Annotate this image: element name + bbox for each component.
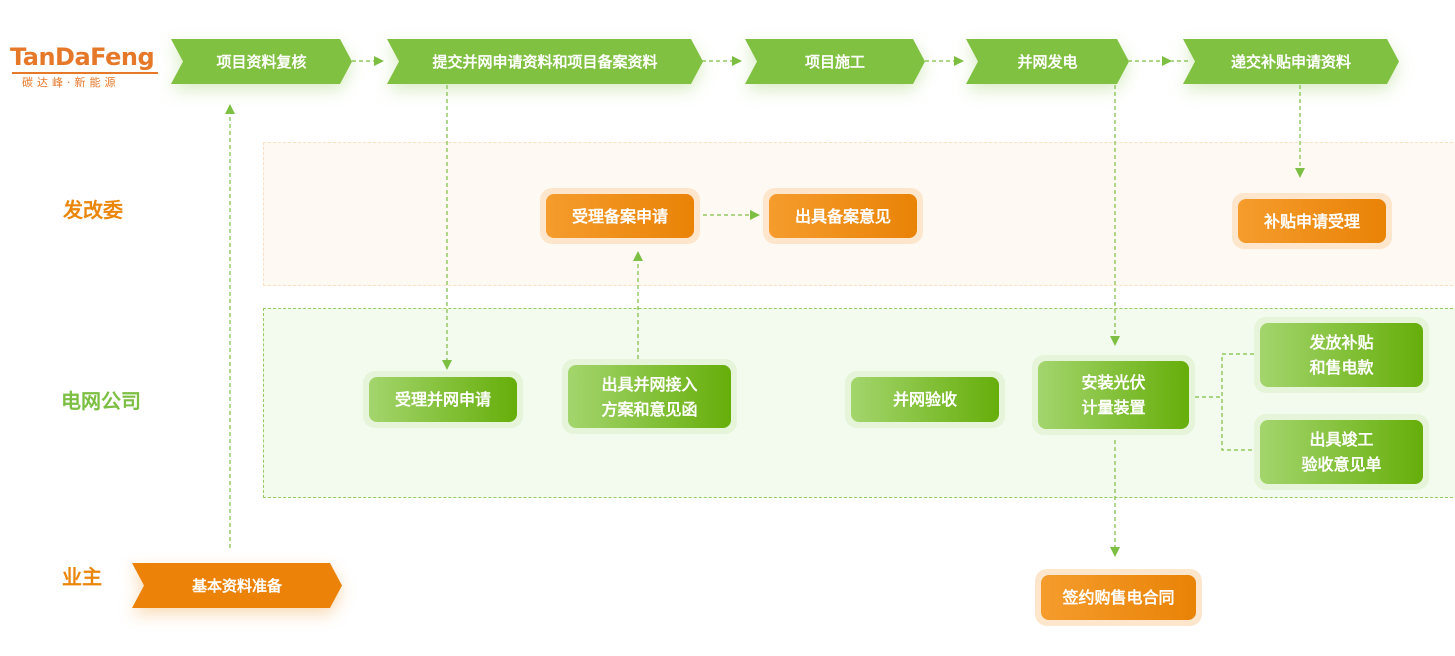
step-submit-applications[interactable]: 提交并网申请资料和项目备案资料 <box>387 39 703 84</box>
logo-tagline: 碳达峰·新能源 <box>22 76 120 89</box>
box-accept-grid-app[interactable]: 受理并网申请 <box>363 371 523 428</box>
step-label: 项目施工 <box>745 39 925 84</box>
box-pay-subsidy[interactable]: 发放补贴 和售电款 <box>1254 317 1429 393</box>
box-label: 出具并网接入 方案和意见函 <box>568 365 731 428</box>
box-install-meter[interactable]: 安装光伏 计量装置 <box>1032 355 1195 435</box>
box-completion-opinion[interactable]: 出具竣工 验收意见单 <box>1254 414 1429 490</box>
step-review-materials[interactable]: 项目资料复核 <box>171 39 352 84</box>
logo-underline <box>12 72 158 74</box>
box-line: 受理并网申请 <box>394 390 491 409</box>
lane-label-owner: 业主 <box>62 565 102 589</box>
box-line: 出具竣工 <box>1309 430 1374 449</box>
lane-label-grid: 电网公司 <box>61 389 141 413</box>
logo: TanDaFeng 碳达峰·新能源 <box>10 42 165 94</box>
step-submit-subsidy[interactable]: 递交补贴申请资料 <box>1183 39 1399 84</box>
box-label: 出具竣工 验收意见单 <box>1260 420 1423 484</box>
box-label: 补贴申请受理 <box>1238 199 1386 243</box>
box-label: 签约购售电合同 <box>1041 575 1196 620</box>
box-line: 方案和意见函 <box>601 399 698 419</box>
box-line: 安装光伏 <box>1081 373 1146 392</box>
box-label: 受理备案申请 <box>546 194 694 238</box>
box-label: 受理并网申请 <box>369 377 517 422</box>
box-label: 安装光伏 计量装置 <box>1038 361 1189 429</box>
box-label: 出具备案意见 <box>769 194 917 238</box>
logo-brand: TanDaFeng <box>10 43 155 71</box>
box-line: 计量装置 <box>1081 398 1146 417</box>
step-grid-power[interactable]: 并网发电 <box>966 39 1129 84</box>
box-sign-contract[interactable]: 签约购售电合同 <box>1035 569 1202 626</box>
step-prepare-basic[interactable]: 基本资料准备 <box>132 563 342 608</box>
box-subsidy-accept[interactable]: 补贴申请受理 <box>1232 193 1392 249</box>
step-label: 项目资料复核 <box>171 39 352 84</box>
step-label: 递交补贴申请资料 <box>1183 39 1399 84</box>
box-label: 并网验收 <box>851 377 999 422</box>
box-line: 并网验收 <box>892 390 957 409</box>
box-line: 和售电款 <box>1309 358 1374 377</box>
box-grid-acceptance[interactable]: 并网验收 <box>845 371 1005 428</box>
step-label: 提交并网申请资料和项目备案资料 <box>387 39 703 84</box>
box-issue-filing-opinion[interactable]: 出具备案意见 <box>763 188 923 244</box>
step-label: 并网发电 <box>966 39 1129 84</box>
step-label: 基本资料准备 <box>132 563 342 608</box>
box-issue-access-plan[interactable]: 出具并网接入 方案和意见函 <box>562 359 737 434</box>
lane-label-ndrc: 发改委 <box>63 198 123 222</box>
box-accept-filing[interactable]: 受理备案申请 <box>540 188 700 244</box>
box-line: 验收意见单 <box>1301 455 1382 474</box>
step-construction[interactable]: 项目施工 <box>745 39 925 84</box>
box-label: 发放补贴 和售电款 <box>1260 323 1423 387</box>
box-line: 出具并网接入 <box>601 374 698 394</box>
box-line: 发放补贴 <box>1309 333 1374 352</box>
